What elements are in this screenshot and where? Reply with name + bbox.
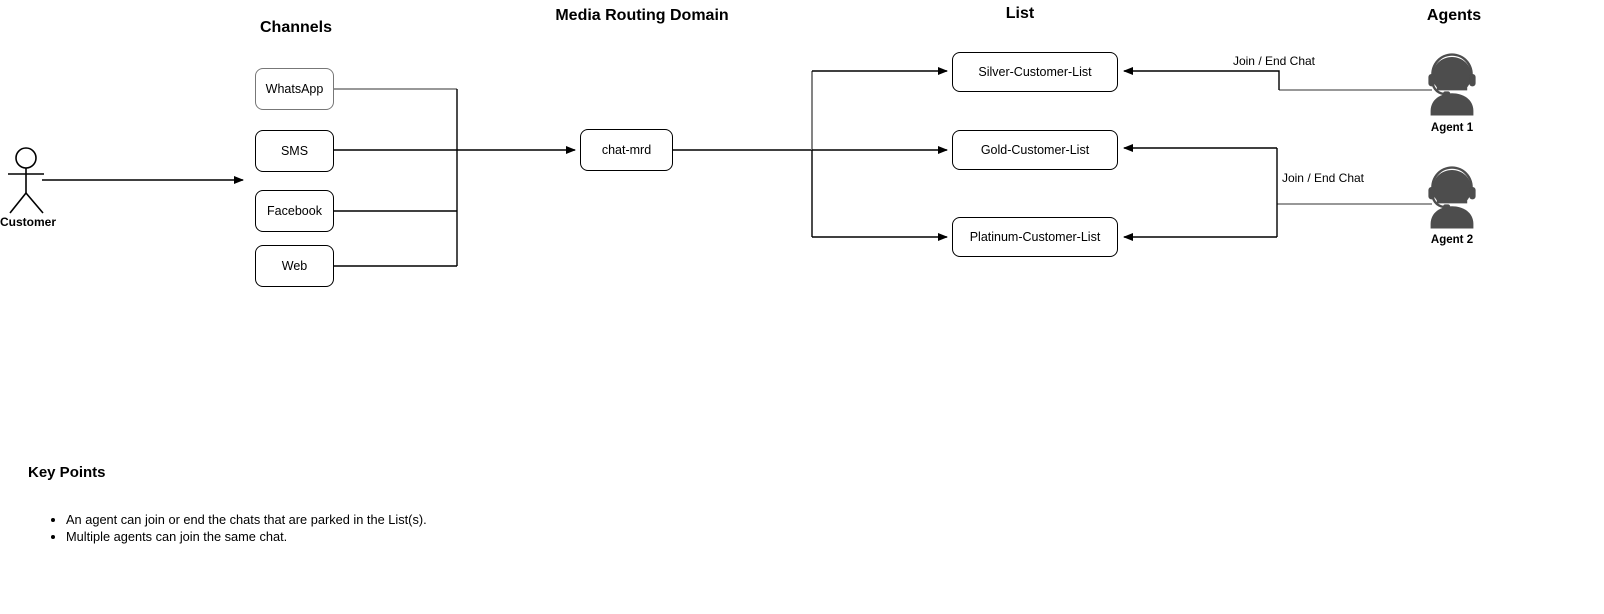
channel-box-whatsapp[interactable]: WhatsApp: [255, 68, 334, 110]
key-points-list: An agent can join or end the chats that …: [46, 511, 427, 545]
edge-label-agent-2-join-end-chat: Join / End Chat: [1278, 171, 1368, 185]
column-title-list: List: [1005, 5, 1035, 22]
channel-label-whatsapp: WhatsApp: [265, 82, 324, 96]
channel-label-sms: SMS: [280, 144, 309, 158]
list-label-silver-customer-list: Silver-Customer-List: [978, 65, 1092, 79]
channel-box-web[interactable]: Web: [255, 245, 334, 287]
list-box-platinum-customer-list[interactable]: Platinum-Customer-List: [952, 217, 1118, 257]
key-points-title: Key Points: [28, 464, 106, 481]
list-box-silver-customer-list[interactable]: Silver-Customer-List: [952, 52, 1118, 92]
column-title-media-routing-domain: Media Routing Domain: [555, 7, 729, 24]
channel-box-sms[interactable]: SMS: [255, 130, 334, 172]
channel-label-web: Web: [281, 259, 308, 273]
customer-label: Customer: [0, 215, 57, 229]
column-title-channels: Channels: [259, 19, 333, 36]
edge-agent1-to-silver-list: [1123, 67, 1280, 90]
channel-label-facebook: Facebook: [267, 204, 322, 218]
mrd-box-chat-mrd[interactable]: chat-mrd: [580, 129, 673, 171]
agent-2-icon: [1428, 166, 1476, 229]
key-point-item: Multiple agents can join the same chat.: [66, 528, 427, 545]
edge-label-agent-1-join-end-chat: Join / End Chat: [1229, 54, 1319, 68]
customer-stick-figure: [8, 147, 44, 214]
column-title-agents: Agents: [1426, 7, 1482, 24]
channel-box-facebook[interactable]: Facebook: [255, 190, 334, 232]
mrd-label-chat-mrd: chat-mrd: [601, 143, 652, 157]
agent-1-icon: [1428, 53, 1476, 116]
key-point-item: An agent can join or end the chats that …: [66, 511, 427, 528]
list-box-gold-customer-list[interactable]: Gold-Customer-List: [952, 130, 1118, 170]
agent-2-label: Agent 2: [1430, 234, 1474, 246]
list-label-platinum-customer-list: Platinum-Customer-List: [969, 230, 1101, 244]
list-label-gold-customer-list: Gold-Customer-List: [980, 143, 1090, 157]
agent-1-label: Agent 1: [1430, 122, 1474, 134]
